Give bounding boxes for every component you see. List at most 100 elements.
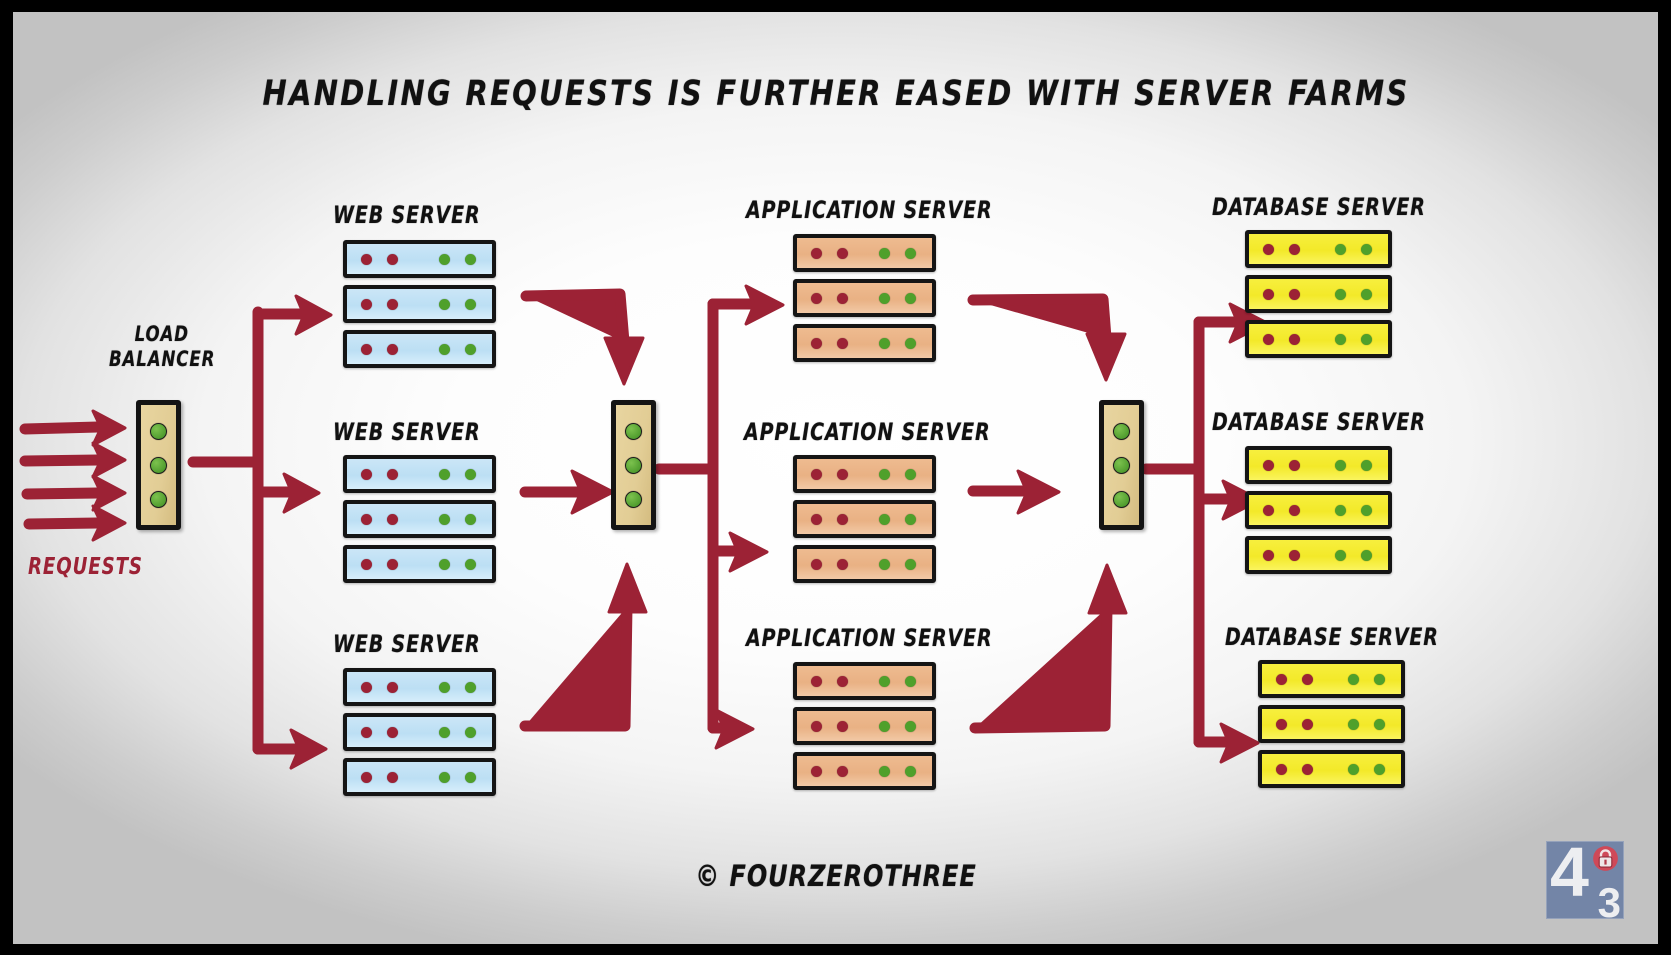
web-server-rack-2[interactable] bbox=[343, 455, 496, 583]
requests-label: REQUESTS bbox=[28, 554, 143, 580]
database-server-rack-2[interactable] bbox=[1245, 446, 1392, 574]
status-leds-green bbox=[1335, 243, 1372, 255]
web-server-rack-1[interactable] bbox=[343, 240, 496, 368]
rack-unit[interactable] bbox=[1245, 320, 1392, 358]
status-leds-green bbox=[439, 513, 476, 525]
rack-unit[interactable] bbox=[793, 752, 936, 790]
status-leds-red bbox=[361, 513, 398, 525]
rack-unit[interactable] bbox=[793, 234, 936, 272]
web-to-lb2-connectors bbox=[519, 288, 648, 732]
status-leds-green bbox=[1348, 718, 1385, 730]
status-leds-red bbox=[811, 337, 848, 349]
status-leds-red bbox=[811, 292, 848, 304]
rack-unit[interactable] bbox=[793, 707, 936, 745]
led-green bbox=[625, 422, 642, 440]
lock-icon bbox=[1593, 846, 1618, 871]
status-leds-red bbox=[1263, 459, 1300, 471]
led-green bbox=[625, 456, 642, 474]
status-leds-green bbox=[439, 253, 476, 265]
rack-unit[interactable] bbox=[1258, 660, 1405, 698]
status-leds-green bbox=[439, 726, 476, 738]
database-server-rack-3-label: DATABASE SERVER bbox=[1225, 623, 1439, 651]
status-leds-red bbox=[811, 513, 848, 525]
lb1-to-web-connectors bbox=[187, 294, 333, 770]
led-green bbox=[150, 422, 167, 440]
rack-unit[interactable] bbox=[1245, 446, 1392, 484]
app-to-lb3-connectors bbox=[967, 293, 1128, 734]
logo-digit-3: 3 bbox=[1597, 879, 1621, 926]
rack-unit[interactable] bbox=[343, 668, 496, 706]
rack-unit[interactable] bbox=[1245, 536, 1392, 574]
status-leds-green bbox=[879, 468, 916, 480]
logo-digit-4: 4 bbox=[1550, 833, 1589, 911]
status-leds-red bbox=[361, 558, 398, 570]
web-server-rack-3-label: WEB SERVER bbox=[333, 630, 481, 658]
lb-label-line2: BALANCER bbox=[109, 346, 216, 371]
status-leds-green bbox=[1335, 459, 1372, 471]
status-leds-green bbox=[439, 343, 476, 355]
rack-unit[interactable] bbox=[343, 240, 496, 278]
status-leds-green bbox=[439, 298, 476, 310]
status-leds-red bbox=[811, 720, 848, 732]
rack-unit[interactable] bbox=[343, 545, 496, 583]
status-leds-green bbox=[879, 765, 916, 777]
rack-unit[interactable] bbox=[1245, 230, 1392, 268]
rack-unit[interactable] bbox=[343, 758, 496, 796]
status-leds-red bbox=[1276, 718, 1313, 730]
rack-unit[interactable] bbox=[1258, 705, 1405, 743]
rack-unit[interactable] bbox=[793, 662, 936, 700]
database-server-rack-3[interactable] bbox=[1258, 660, 1405, 788]
rack-unit[interactable] bbox=[343, 455, 496, 493]
status-leds-green bbox=[879, 337, 916, 349]
rack-unit[interactable] bbox=[1258, 750, 1405, 788]
led-green bbox=[150, 490, 167, 508]
rack-unit[interactable] bbox=[793, 545, 936, 583]
rack-unit[interactable] bbox=[1245, 275, 1392, 313]
entry-load-balancer[interactable] bbox=[136, 400, 181, 530]
status-leds-green bbox=[879, 247, 916, 259]
status-leds-red bbox=[361, 343, 398, 355]
copyright-watermark: © FOURZEROTHREE bbox=[694, 859, 977, 893]
page-title: HANDLING REQUESTS IS FURTHER EASED WITH … bbox=[261, 74, 1410, 114]
web-to-app-load-balancer[interactable] bbox=[611, 400, 656, 530]
application-server-rack-1[interactable] bbox=[793, 234, 936, 362]
application-server-rack-3[interactable] bbox=[793, 662, 936, 790]
status-leds-red bbox=[811, 675, 848, 687]
status-leds-green bbox=[1335, 333, 1372, 345]
lb2-to-app-connectors bbox=[653, 284, 785, 750]
status-leds-red bbox=[811, 765, 848, 777]
app-to-db-load-balancer[interactable] bbox=[1099, 400, 1144, 530]
status-leds-green bbox=[439, 468, 476, 480]
rack-unit[interactable] bbox=[343, 330, 496, 368]
web-server-rack-3[interactable] bbox=[343, 668, 496, 796]
led-green bbox=[1113, 456, 1130, 474]
application-server-rack-2-label: APPLICATION SERVER bbox=[744, 418, 991, 446]
led-green bbox=[150, 456, 167, 474]
status-leds-green bbox=[879, 720, 916, 732]
fourzerothree-logo: 4 3 bbox=[1546, 837, 1624, 924]
status-leds-red bbox=[361, 726, 398, 738]
rack-unit[interactable] bbox=[793, 279, 936, 317]
rack-unit[interactable] bbox=[793, 500, 936, 538]
rack-unit[interactable] bbox=[793, 324, 936, 362]
status-leds-red bbox=[811, 558, 848, 570]
led-green bbox=[1113, 422, 1130, 440]
rack-unit[interactable] bbox=[343, 285, 496, 323]
rack-unit[interactable] bbox=[343, 713, 496, 751]
database-server-rack-1-label: DATABASE SERVER bbox=[1212, 193, 1426, 221]
status-leds-red bbox=[361, 771, 398, 783]
application-server-rack-2[interactable] bbox=[793, 455, 936, 583]
status-leds-red bbox=[811, 247, 848, 259]
database-server-rack-1[interactable] bbox=[1245, 230, 1392, 358]
status-leds-green bbox=[879, 513, 916, 525]
web-server-rack-2-label: WEB SERVER bbox=[333, 418, 481, 446]
diagram-canvas: HANDLING REQUESTS IS FURTHER EASED WITH … bbox=[13, 12, 1658, 944]
request-arrows bbox=[19, 409, 127, 542]
rack-unit[interactable] bbox=[1245, 491, 1392, 529]
status-leds-red bbox=[1263, 288, 1300, 300]
status-leds-green bbox=[439, 681, 476, 693]
connector-layer bbox=[19, 284, 1269, 770]
rack-unit[interactable] bbox=[793, 455, 936, 493]
status-leds-red bbox=[361, 253, 398, 265]
rack-unit[interactable] bbox=[343, 500, 496, 538]
